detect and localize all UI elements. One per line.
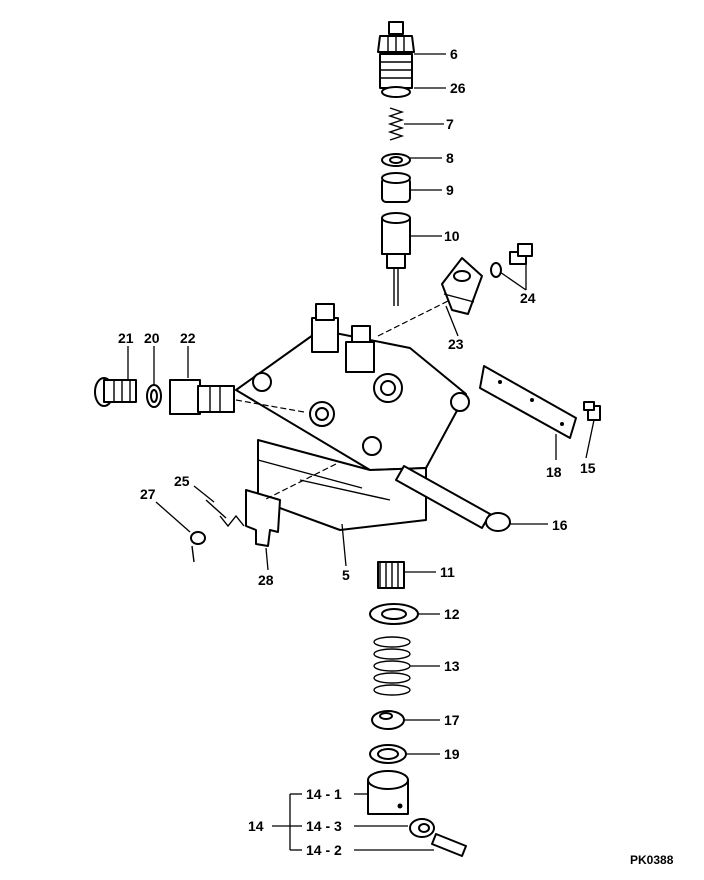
part-16-rod <box>395 465 511 532</box>
part-23-plate <box>441 257 483 315</box>
label-24: 24 <box>520 290 536 306</box>
label-21: 21 <box>118 330 134 346</box>
pump-fittings <box>311 303 375 373</box>
label-10: 10 <box>444 228 460 244</box>
label-14-3: 14 - 3 <box>306 818 342 834</box>
part-14-2-pin <box>431 833 467 857</box>
part-12-spring-seat <box>369 603 419 625</box>
label-13: 13 <box>444 658 460 674</box>
label-25: 25 <box>174 473 190 489</box>
label-14-2: 14 - 2 <box>306 842 342 858</box>
label-15: 15 <box>580 460 596 476</box>
label-20: 20 <box>144 330 160 346</box>
label-19: 19 <box>444 746 460 762</box>
part-number-labels: 6 26 7 8 9 10 24 23 21 20 22 18 15 25 27… <box>118 46 674 867</box>
label-5: 5 <box>342 567 350 583</box>
part-19-washer <box>369 744 407 764</box>
part-8-washer <box>381 153 411 167</box>
part-10-valve-seat <box>381 212 411 306</box>
label-17: 17 <box>444 712 460 728</box>
part-20-gasket <box>146 384 162 408</box>
label-11: 11 <box>440 564 455 580</box>
part-17-spring-seat <box>371 710 405 730</box>
label-9: 9 <box>446 182 454 198</box>
part-15-screw <box>583 401 601 421</box>
part-24-bolt-washer <box>490 243 533 278</box>
leader-lines <box>127 53 595 851</box>
label-18: 18 <box>546 464 562 480</box>
part-28-bracket <box>245 489 281 547</box>
label-23: 23 <box>448 336 464 352</box>
part-18-rack-plate <box>479 365 577 439</box>
label-27: 27 <box>140 486 156 502</box>
label-22: 22 <box>180 330 196 346</box>
label-14: 14 <box>248 818 264 834</box>
part-26-holder-body <box>379 53 413 98</box>
label-8: 8 <box>446 150 454 166</box>
part-27-clip <box>190 531 206 563</box>
part-14-1-tappet <box>367 770 409 815</box>
part-14-3-roller <box>409 818 435 838</box>
part-9-valve <box>381 172 411 203</box>
part-7-spring <box>387 107 405 141</box>
label-7: 7 <box>446 116 454 132</box>
label-26: 26 <box>450 80 466 96</box>
part-13-spring <box>373 636 411 696</box>
part-22-banjo-fitting <box>169 379 235 415</box>
label-28: 28 <box>258 572 274 588</box>
label-14-1: 14 - 1 <box>306 786 342 802</box>
part-11-gear <box>377 561 405 589</box>
label-6: 6 <box>450 46 458 62</box>
part-6-delivery-valve-holder <box>377 21 415 53</box>
diagram-code: PK0388 <box>630 853 674 867</box>
label-16: 16 <box>552 517 568 533</box>
part-25-spring-pin <box>205 499 245 528</box>
part-21-bolt <box>94 377 137 407</box>
label-12: 12 <box>444 606 460 622</box>
